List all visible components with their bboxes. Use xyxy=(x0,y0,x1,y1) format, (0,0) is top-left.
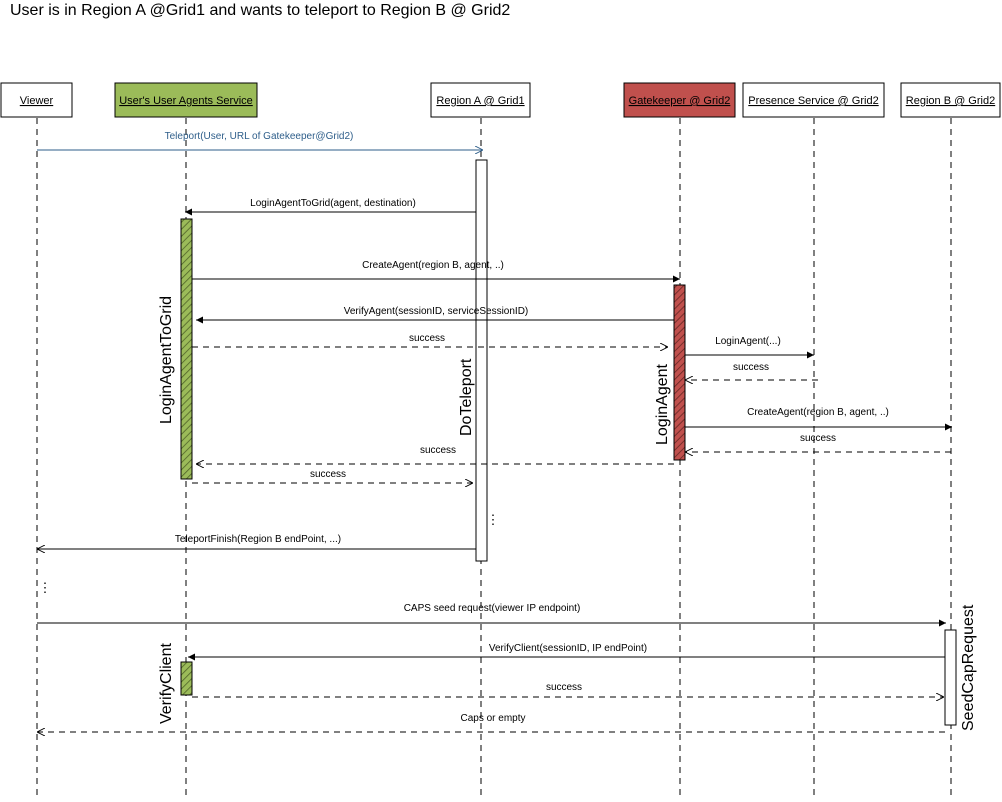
actor-gatekeeper-label: Gatekeeper @ Grid2 xyxy=(629,95,731,107)
actor-regionA: Region A @ Grid1 xyxy=(430,82,531,118)
actor-regionB-label: Region B @ Grid2 xyxy=(906,95,995,107)
message-label-success-4: success xyxy=(420,445,456,456)
message-label-login-agent: LoginAgent(...) xyxy=(715,336,781,347)
message-label-teleport: Teleport(User, URL of Gatekeeper@Grid2) xyxy=(165,131,354,142)
actor-viewer: Viewer xyxy=(0,82,73,118)
activation-label-verify-client: VerifyClient xyxy=(158,643,175,724)
activation-label-do-teleport: DoTeleport xyxy=(458,358,475,436)
actor-viewer-label: Viewer xyxy=(20,95,54,107)
message-label-success-5: success xyxy=(310,469,346,480)
activation-regionB xyxy=(944,629,957,726)
message-label-login-agent-to-grid: LoginAgentToGrid(agent, destination) xyxy=(250,198,416,209)
actor-regionB: Region B @ Grid2 xyxy=(900,82,1001,118)
message-label-caps-or-empty: Caps or empty xyxy=(460,713,525,724)
ellipsis-regionA: ⋮ xyxy=(487,512,500,527)
activation-uas-verify xyxy=(180,661,193,696)
activation-label-seed-cap-request: SeedCapRequest xyxy=(960,604,977,731)
activation-label-login-agent-to-grid: LoginAgentToGrid xyxy=(158,296,175,424)
actor-uas: User's User Agents Service xyxy=(114,82,258,118)
actor-presence-label: Presence Service @ Grid2 xyxy=(748,95,878,107)
message-label-success-1: success xyxy=(409,333,445,344)
activation-uas-login xyxy=(180,218,193,480)
activation-gatekeeper xyxy=(673,284,686,461)
message-label-success-2: success xyxy=(733,362,769,373)
actor-regionA-label: Region A @ Grid1 xyxy=(436,95,524,107)
actor-presence: Presence Service @ Grid2 xyxy=(742,82,885,118)
activation-label-login-agent: LoginAgent xyxy=(654,363,671,445)
diagram-title: User is in Region A @Grid1 and wants to … xyxy=(10,2,511,19)
activation-regionA xyxy=(475,159,488,562)
actor-gatekeeper: Gatekeeper @ Grid2 xyxy=(623,82,736,118)
message-label-teleport-finish: TeleportFinish(Region B endPoint, ...) xyxy=(175,534,341,545)
message-label-success-3: success xyxy=(800,433,836,444)
message-label-create-agent-rb: CreateAgent(region B, agent, ..) xyxy=(747,407,889,418)
message-label-verify-client: VerifyClient(sessionID, IP endPoint) xyxy=(489,643,647,654)
message-label-caps-seed: CAPS seed request(viewer IP endpoint) xyxy=(404,603,581,614)
message-label-verify-agent: VerifyAgent(sessionID, serviceSessionID) xyxy=(344,306,529,317)
actor-uas-label: User's User Agents Service xyxy=(119,95,253,107)
message-label-success-6: success xyxy=(546,682,582,693)
ellipsis-viewer: ⋮ xyxy=(39,580,52,595)
message-label-create-agent-gk: CreateAgent(region B, agent, ..) xyxy=(362,260,504,271)
